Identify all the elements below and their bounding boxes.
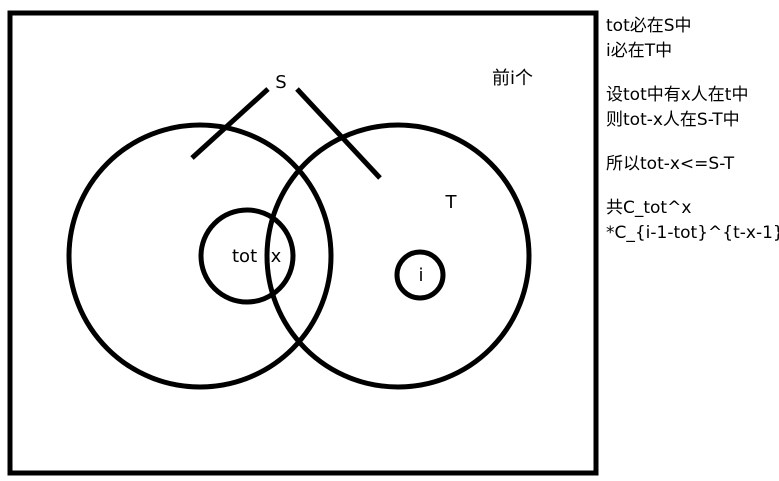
set-t-circle <box>264 122 532 390</box>
notes-panel: tot必在S中 i必在T中 设tot中有x人在t中 则tot-x人在S-T中 所… <box>606 14 779 246</box>
note-tot-in-s: tot必在S中 <box>606 16 692 36</box>
i-circle <box>394 249 446 301</box>
x-label: x <box>271 246 282 267</box>
note-combination-2: *C_{i-1-tot}^{t-x-1} <box>606 223 779 243</box>
set-s-label: S <box>275 72 286 93</box>
set-s-circle <box>66 122 334 390</box>
note-combination-1: 共C_tot^x <box>606 198 692 218</box>
s-pointer-right <box>295 87 382 180</box>
set-t-label: T <box>445 192 458 213</box>
tot-circle <box>198 207 296 305</box>
universe-border <box>7 10 599 476</box>
note-i-in-t: i必在T中 <box>606 41 673 61</box>
universe-label: 前i个 <box>492 68 533 89</box>
note-assume-x: 设tot中有x人在t中 <box>606 85 749 105</box>
s-pointer-left <box>190 87 270 160</box>
note-inequality: 所以tot-x<=S-T <box>606 154 735 174</box>
i-label: i <box>418 265 423 286</box>
note-tot-minus-x: 则tot-x人在S-T中 <box>606 110 740 130</box>
tot-label: tot <box>232 246 257 267</box>
